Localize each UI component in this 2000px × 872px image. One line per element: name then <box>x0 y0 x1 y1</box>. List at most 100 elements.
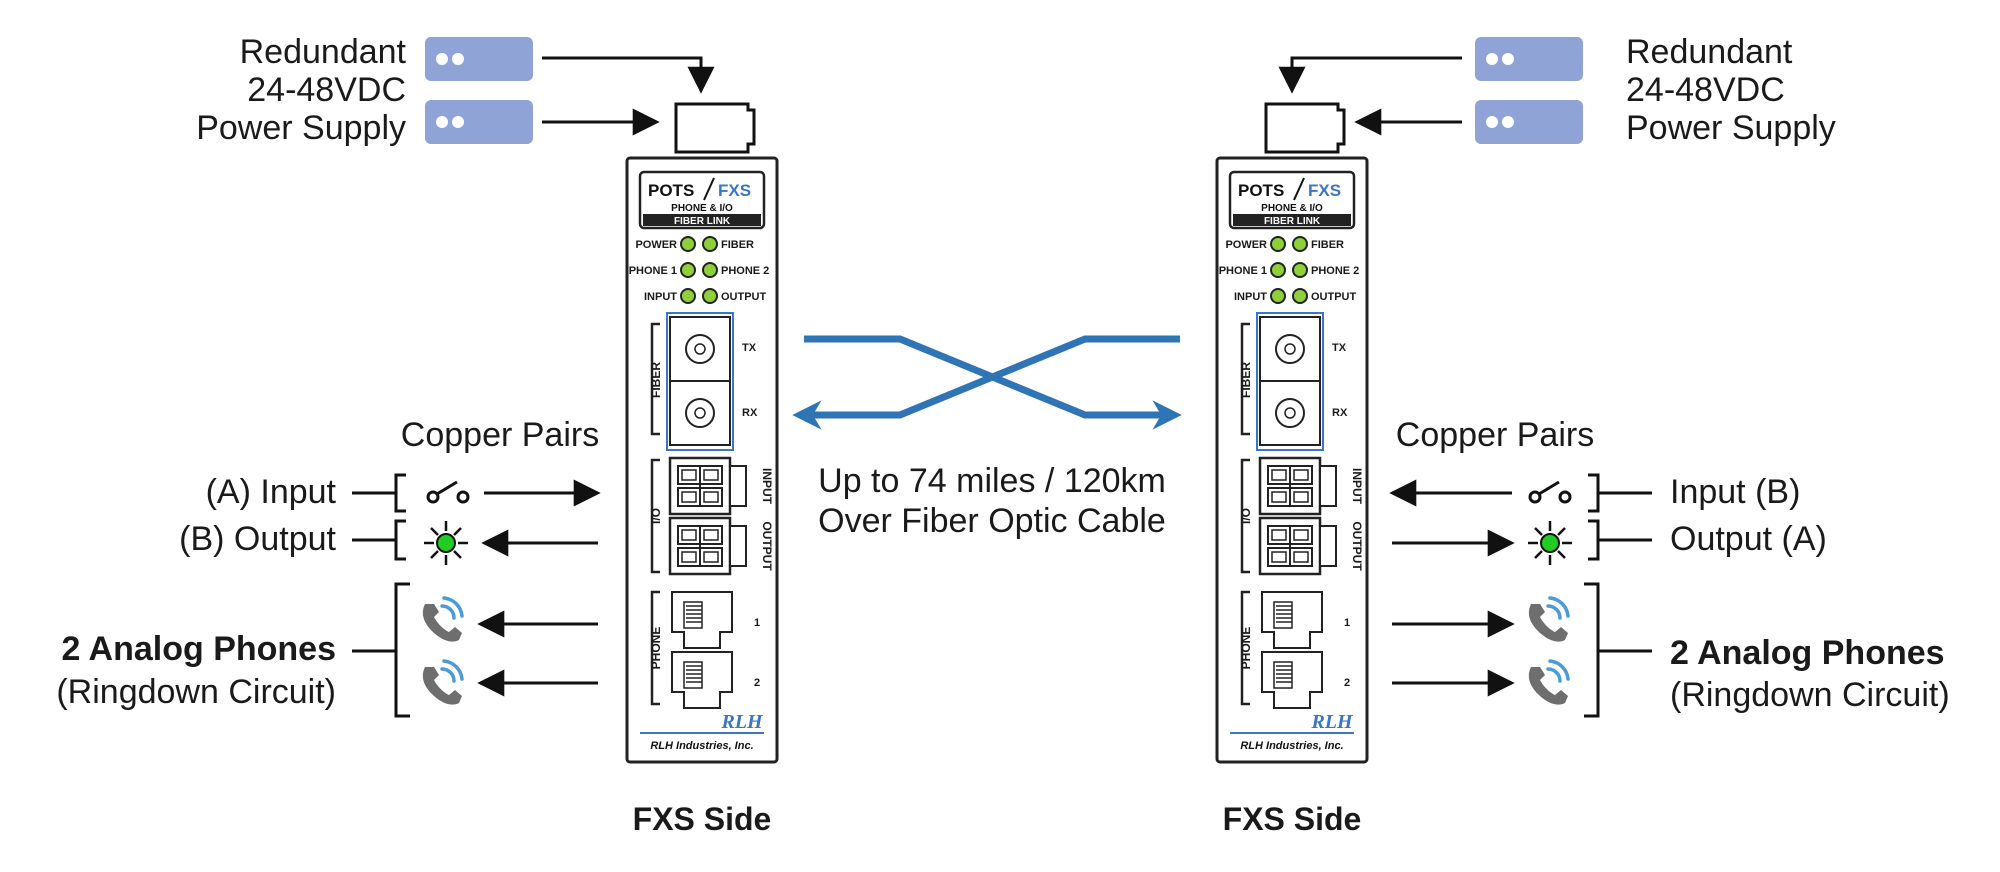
led-panel: POWER FIBER PHONE 1 PHONE 2 INPUT OUTPUT <box>629 236 769 304</box>
led-fiber <box>1292 236 1308 252</box>
led-power <box>1270 236 1286 252</box>
io-group-label: I/O <box>649 508 663 524</box>
io-group-label: I/O <box>1239 508 1253 524</box>
led-panel: POWER FIBER PHONE 1 PHONE 2 INPUT OUTPUT <box>1219 236 1359 304</box>
led-label-input: INPUT <box>644 291 677 303</box>
server-icon <box>1475 37 1583 81</box>
server-icon <box>425 37 533 81</box>
right-copper-pairs: Copper Pairs Input (B) Output (A) 2 Anal… <box>1389 416 1950 718</box>
led-label-fiber: FIBER <box>1311 239 1344 251</box>
maker-name: RLH Industries, Inc. <box>1240 740 1343 752</box>
right-device: POTS FXS PHONE & I/O FIBER LINK POWER FI… <box>1215 102 1369 764</box>
led-phone1 <box>1270 262 1286 278</box>
brand-band: FIBER LINK <box>674 216 731 227</box>
lamp-icon <box>422 519 470 567</box>
psu-label-line2: 24-48VDC <box>1626 71 1785 109</box>
right-power-supply: Redundant 24-48VDC Power Supply <box>1278 33 1836 147</box>
phone-icon <box>1527 596 1570 644</box>
brand-fxs: FXS <box>1308 181 1341 200</box>
maker-name: RLH Industries, Inc. <box>650 740 753 752</box>
brand-pots: POTS <box>1238 181 1284 200</box>
led-label-output: OUTPUT <box>1311 291 1357 303</box>
left-side-label: FXS Side <box>633 801 772 837</box>
jack-2-label: 2 <box>754 677 760 689</box>
fiber-port-icon <box>1259 380 1321 446</box>
power-connector <box>1264 102 1346 154</box>
led-phone1 <box>680 262 696 278</box>
terminal-block-icon <box>668 516 748 576</box>
server-icon <box>1475 100 1583 144</box>
led-label-output: OUTPUT <box>721 291 767 303</box>
brand-fxs: FXS <box>718 181 751 200</box>
led-input <box>680 288 696 304</box>
left-power-supply: Redundant 24-48VDC Power Supply <box>196 33 715 147</box>
brand-pots: POTS <box>648 181 694 200</box>
server-icon <box>425 100 533 144</box>
fiber-group-label: FIBER <box>649 362 663 398</box>
led-output <box>702 288 718 304</box>
psu-label-line3: Power Supply <box>196 109 406 147</box>
jack-2-label: 2 <box>1344 677 1350 689</box>
led-output <box>1292 288 1308 304</box>
led-label-input: INPUT <box>1234 291 1267 303</box>
left-copper-pairs: Copper Pairs (A) Input (B) Output 2 Anal… <box>56 416 601 718</box>
right-side-label: FXS Side <box>1223 801 1362 837</box>
phone-icon <box>421 596 464 644</box>
distance-line1: Up to 74 miles / 120km <box>818 462 1166 500</box>
phone-group-label: PHONE <box>1239 627 1253 670</box>
fiber-port-icon <box>1259 316 1321 382</box>
jack-1-label: 1 <box>754 617 760 629</box>
switch-icon <box>1528 480 1572 504</box>
led-label-phone2: PHONE 2 <box>1311 265 1359 277</box>
port-output-label: OUTPUT <box>760 521 774 571</box>
led-label-power: POWER <box>1225 239 1267 251</box>
output-label: Output (A) <box>1670 520 1827 558</box>
port-input-label: INPUT <box>1350 468 1364 505</box>
phones-title: 2 Analog Phones <box>61 630 336 668</box>
brand-subtitle: PHONE & I/O <box>1261 203 1323 214</box>
terminal-block-icon <box>1258 456 1338 516</box>
port-tx-label: TX <box>1332 342 1347 354</box>
psu-label-line2: 24-48VDC <box>247 71 406 109</box>
fiber-port-icon <box>669 316 731 382</box>
fiber-group-label: FIBER <box>1239 362 1253 398</box>
terminal-block-icon <box>668 456 748 516</box>
led-label-power: POWER <box>635 239 677 251</box>
led-label-phone1: PHONE 1 <box>1219 265 1267 277</box>
left-device: POTS FXS PHONE & I/O FIBER LINK POWER FI… <box>625 102 779 764</box>
lamp-icon <box>1526 519 1574 567</box>
psu-label-line1: Redundant <box>1626 33 1793 71</box>
brand-subtitle: PHONE & I/O <box>671 203 733 214</box>
led-phone2 <box>702 262 718 278</box>
input-label: (A) Input <box>206 473 337 511</box>
led-fiber <box>702 236 718 252</box>
output-label: (B) Output <box>179 520 336 558</box>
port-rx-label: RX <box>1332 407 1348 419</box>
copper-title: Copper Pairs <box>1396 416 1594 454</box>
fiber-port-icon <box>669 380 731 446</box>
phones-subtitle: (Ringdown Circuit) <box>56 673 336 711</box>
brand-band: FIBER LINK <box>1264 216 1321 227</box>
terminal-block-icon <box>1258 516 1338 576</box>
power-connector <box>674 102 756 154</box>
led-input <box>1270 288 1286 304</box>
port-rx-label: RX <box>742 407 758 419</box>
maker-logo: RLH <box>1310 711 1354 733</box>
jack-1-label: 1 <box>1344 617 1350 629</box>
port-tx-label: TX <box>742 342 757 354</box>
led-label-phone1: PHONE 1 <box>629 265 677 277</box>
distance-line2: Over Fiber Optic Cable <box>818 502 1166 540</box>
port-output-label: OUTPUT <box>1350 521 1364 571</box>
led-phone2 <box>1292 262 1308 278</box>
phones-title: 2 Analog Phones <box>1670 634 1945 672</box>
phone-icon <box>421 659 464 707</box>
led-power <box>680 236 696 252</box>
phones-subtitle: (Ringdown Circuit) <box>1670 676 1950 714</box>
maker-logo: RLH <box>720 711 764 733</box>
port-input-label: INPUT <box>760 468 774 505</box>
copper-title: Copper Pairs <box>401 416 599 454</box>
phone-group-label: PHONE <box>649 627 663 670</box>
psu-label-line3: Power Supply <box>1626 109 1836 147</box>
led-label-fiber: FIBER <box>721 239 754 251</box>
